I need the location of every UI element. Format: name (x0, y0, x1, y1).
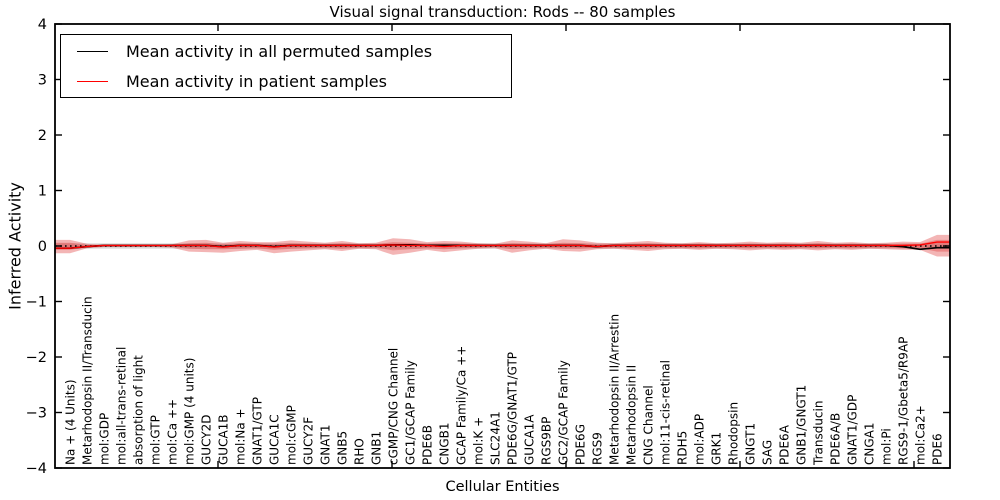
x-tick-label: mol:11-cis-retinal (659, 360, 673, 465)
y-tick-label: −3 (26, 406, 47, 422)
y-tick-label: −4 (26, 461, 47, 477)
legend-label-permuted: Mean activity in all permuted samples (126, 41, 433, 61)
x-tick-label: mol:K + (472, 417, 486, 465)
x-tick-label: mol:cGMP (285, 405, 299, 465)
x-tick-label: SLC24A1 (489, 411, 503, 465)
x-tick-label: SAG (761, 440, 775, 465)
x-tick-label: RHO (353, 438, 367, 465)
x-tick-label: GUCA1C (268, 414, 282, 465)
y-axis-label: Inferred Activity (5, 182, 25, 310)
x-tick-label: CNGB1 (438, 422, 452, 465)
x-tick-label: GRK1 (710, 432, 724, 465)
x-tick-label: absorption of light (132, 355, 146, 465)
x-tick-label: cGMP/CNG Channel (387, 348, 401, 465)
x-tick-label: mol:Na + (234, 408, 248, 465)
x-tick-label: mol:GTP (149, 415, 163, 465)
x-tick-label: RGS9BP (540, 417, 554, 465)
x-tick-label: GNB1/GNGT1 (795, 385, 809, 465)
x-tick-label: GUCA1A (523, 414, 537, 465)
mean-line-patient (55, 241, 950, 249)
x-tick-label: GNGT1 (744, 423, 758, 465)
chart-title: Visual signal transduction: Rods -- 80 s… (329, 3, 676, 21)
x-tick-label: GC1/GCAP Family (404, 360, 418, 465)
permuted-line-swatch (77, 50, 108, 52)
x-tick-label: Na + (4 Units) (64, 379, 78, 465)
legend-entry-patient: Mean activity in patient samples (61, 67, 511, 95)
x-tick-label: GUCA1B (217, 414, 231, 465)
x-tick-label: RGS9-1/Gbeta5/R9AP (897, 337, 911, 465)
x-tick-label: mol:GDP (98, 413, 112, 465)
x-tick-label: RGS9 (591, 432, 605, 465)
x-tick-label: Metarhodopsin II/Transducin (81, 296, 95, 465)
x-axis-label: Cellular Entities (445, 479, 560, 495)
mean-lines (55, 241, 950, 251)
x-tick-label: Rhodopsin (727, 402, 741, 465)
y-tick-label: 3 (38, 73, 47, 89)
x-tick-label: PDE6 (931, 433, 945, 465)
x-tick-label: mol:Ca ++ (166, 399, 180, 465)
y-tick-label: 0 (38, 239, 47, 255)
patient-line-swatch (77, 80, 108, 82)
x-tick-label: CNGA1 (863, 423, 877, 466)
x-tick-label: Metarhodopsin II (625, 365, 639, 465)
x-tick-label: GUCY2D (200, 415, 214, 465)
x-tick-label: PDE6G (574, 424, 588, 465)
x-tick-label: mol:Pi (880, 428, 894, 465)
x-tick-label: GNB5 (336, 431, 350, 465)
y-tick-label: 2 (38, 128, 47, 144)
x-tick-label: Metarhodopsin II/Arrestin (608, 314, 622, 465)
legend-entry-permuted: Mean activity in all permuted samples (61, 37, 511, 65)
x-tick-labels: Na + (4 Units)Metarhodopsin II/Transduci… (64, 296, 945, 466)
x-tick-label: GUCY2F (302, 417, 316, 465)
x-tick-label: PDE6A (778, 424, 792, 465)
x-tick-label: RDH5 (676, 431, 690, 465)
y-tick-label: −2 (26, 350, 47, 366)
x-tick-label: mol:all-trans-retinal (115, 347, 129, 465)
x-tick-label: PDE6B (421, 425, 435, 465)
y-tick-label: 4 (38, 17, 47, 33)
y-tick-labels: −4 −3 −2 −1 0 1 2 3 4 (26, 17, 47, 477)
x-tick-label: PDE6G/GNAT1/GTP (506, 352, 520, 465)
y-tick-label: 1 (38, 184, 47, 200)
x-tick-label: GCAP Family/Ca ++ (455, 346, 469, 465)
x-tick-label: GC2/GCAP Family (557, 360, 571, 465)
legend-label-patient: Mean activity in patient samples (126, 71, 387, 91)
x-tick-label: GNAT1 (319, 424, 333, 465)
legend-box: Mean activity in all permuted samples Me… (60, 34, 512, 98)
x-tick-label: Transducin (812, 401, 826, 466)
x-tick-label: GNB1 (370, 431, 384, 465)
x-tick-label: GNAT1/GDP (846, 395, 860, 465)
x-tick-label: GNAT1/GTP (251, 397, 265, 465)
x-tick-label: mol:ADP (693, 414, 707, 465)
x-tick-label: PDE6A/B (829, 413, 843, 465)
y-tick-label: −1 (26, 295, 47, 311)
x-tick-label: mol:GMP (4 units) (183, 358, 197, 465)
axis-ticks (55, 23, 950, 469)
x-tick-label: mol:Ca2+ (914, 405, 928, 465)
x-tick-label: CNG Channel (642, 385, 656, 465)
